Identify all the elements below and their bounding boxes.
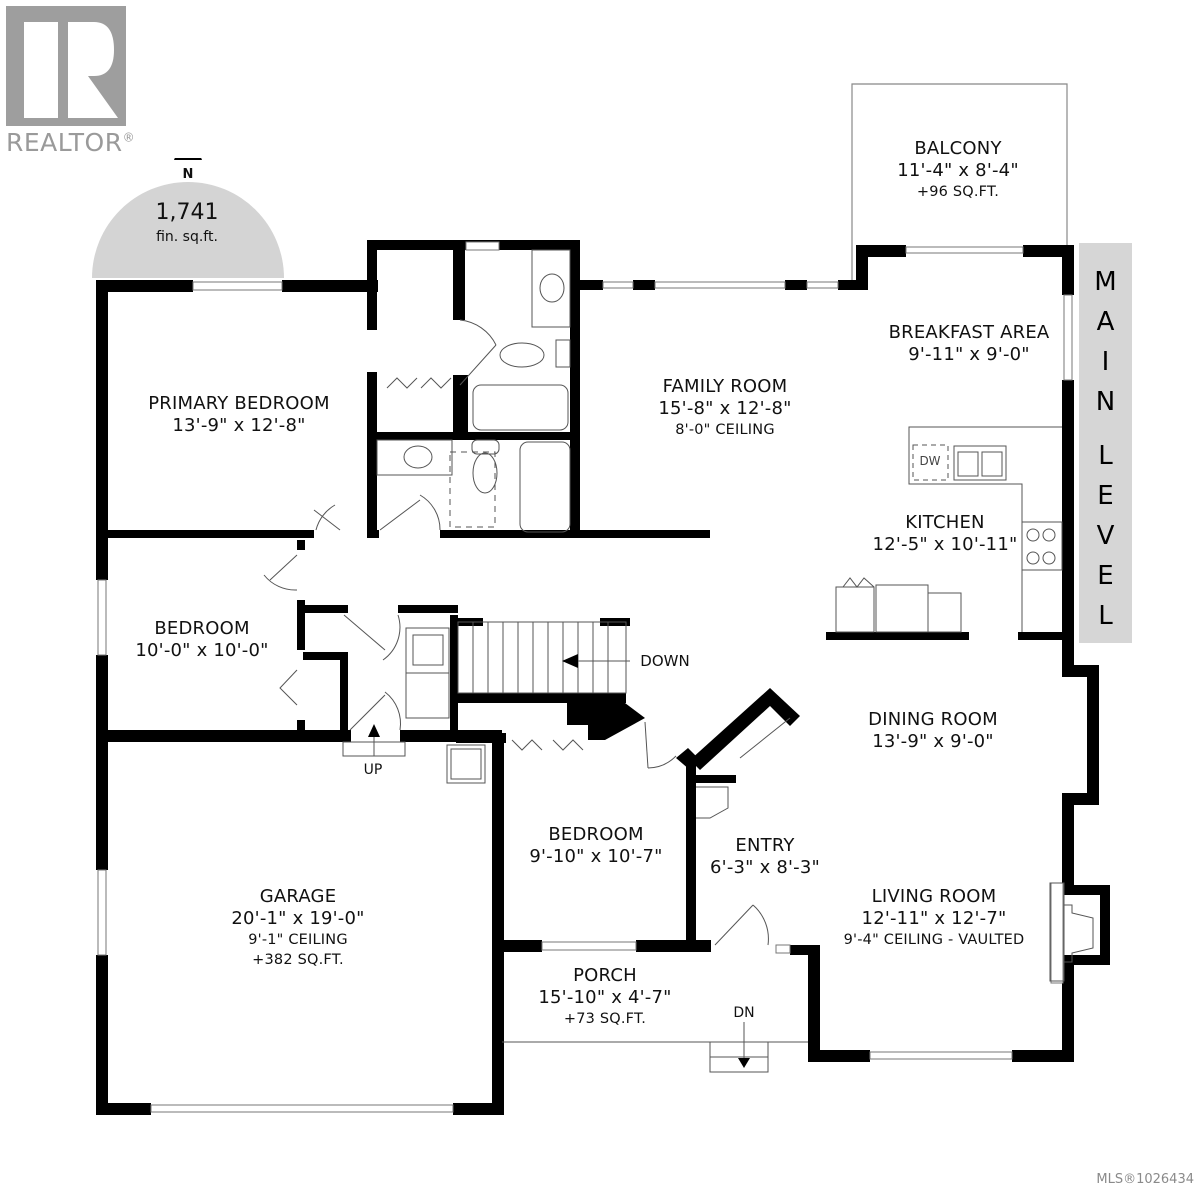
fixtures bbox=[263, 249, 1094, 1073]
room-dimensions: 13'-9" x 9'-0" bbox=[872, 731, 994, 752]
room-name: GARAGE bbox=[259, 886, 337, 907]
room-label-bedroom-3: BEDROOM 9'-10" x 10'-7" bbox=[529, 824, 662, 868]
room-dimensions: 15'-8" x 12'-8" bbox=[658, 398, 792, 419]
room-label-garage: GARAGE 20'-1" x 19'-0" 9'-1" CEILING +38… bbox=[231, 886, 364, 970]
room-name: ENTRY bbox=[735, 835, 795, 856]
room-name: LIVING ROOM bbox=[871, 886, 997, 907]
room-dimensions: 12'-11" x 12'-7" bbox=[861, 908, 1007, 929]
room-label-entry: ENTRY 6'-3" x 8'-3" bbox=[710, 835, 820, 879]
down-arrow-icon bbox=[562, 654, 578, 668]
room-dimensions: 6'-3" x 8'-3" bbox=[710, 857, 820, 878]
stair-arrows bbox=[368, 654, 750, 1068]
windows bbox=[97, 241, 1073, 1113]
room-label-breakfast-area: BREAKFAST AREA 9'-11" x 9'-0" bbox=[889, 322, 1050, 366]
room-name: FAMILY ROOM bbox=[662, 376, 788, 397]
room-dimensions: 10'-0" x 10'-0" bbox=[135, 640, 269, 661]
room-name: DINING ROOM bbox=[868, 709, 998, 730]
room-dimensions: 9'-10" x 10'-7" bbox=[529, 846, 663, 867]
level-letter: E bbox=[1097, 561, 1114, 591]
level-letter: A bbox=[1096, 307, 1115, 337]
level-letter: V bbox=[1096, 521, 1115, 551]
room-ceiling-note: 9'-1" CEILING bbox=[248, 932, 348, 948]
level-letter: E bbox=[1097, 481, 1114, 511]
compass-badge bbox=[92, 158, 284, 278]
room-label-porch: PORCH 15'-10" x 4'-7" +73 SQ.FT. bbox=[538, 965, 671, 1029]
level-letter: M bbox=[1094, 267, 1117, 297]
room-dimensions: 20'-1" x 19'-0" bbox=[231, 908, 365, 929]
dishwasher-label: DW bbox=[919, 454, 941, 468]
compass-direction: N bbox=[182, 167, 194, 182]
mls-number: MLS®1026434 bbox=[1096, 1172, 1194, 1187]
level-label-band bbox=[1079, 243, 1132, 643]
room-label-living-room: LIVING ROOM 12'-11" x 12'-7" 9'-4" CEILI… bbox=[844, 886, 1025, 950]
registered-mark: ® bbox=[122, 130, 136, 145]
room-label-primary-bedroom: PRIMARY BEDROOM 13'-9" x 12'-8" bbox=[148, 393, 330, 437]
room-dimensions: 12'-5" x 10'-11" bbox=[872, 534, 1018, 555]
room-label-balcony: BALCONY 11'-4" x 8'-4" +96 SQ.FT. bbox=[897, 138, 1019, 202]
balcony-outline bbox=[851, 83, 1068, 282]
level-letter: N bbox=[1095, 387, 1116, 417]
room-name: BEDROOM bbox=[548, 824, 644, 845]
room-label-family-room: FAMILY ROOM 15'-8" x 12'-8" 8'-0" CEILIN… bbox=[658, 376, 791, 440]
room-dimensions: 13'-9" x 12'-8" bbox=[172, 415, 306, 436]
dn-arrow-icon bbox=[738, 1058, 750, 1068]
level-letter: L bbox=[1098, 601, 1113, 631]
realtor-r-icon bbox=[24, 22, 118, 118]
room-ceiling-note: 9'-4" CEILING - VAULTED bbox=[843, 932, 1025, 948]
realtor-wordmark: REALTOR® bbox=[6, 128, 135, 157]
room-name: BALCONY bbox=[914, 138, 1002, 159]
room-name: PRIMARY BEDROOM bbox=[148, 393, 330, 414]
room-dimensions: 15'-10" x 4'-7" bbox=[538, 987, 672, 1008]
up-arrow-icon bbox=[368, 724, 380, 737]
room-dimensions: 11'-4" x 8'-4" bbox=[897, 160, 1019, 181]
room-label-kitchen: KITCHEN 12'-5" x 10'-11" bbox=[873, 512, 1018, 556]
stairs-up-label: UP bbox=[363, 762, 383, 778]
room-area-note: +73 SQ.FT. bbox=[563, 1011, 647, 1027]
room-name: PORCH bbox=[573, 965, 637, 986]
room-label-bedroom-2: BEDROOM 10'-0" x 10'-0" bbox=[135, 618, 268, 662]
room-name: BREAKFAST AREA bbox=[888, 322, 1050, 343]
room-name: KITCHEN bbox=[905, 512, 985, 533]
north-arrow-icon bbox=[174, 158, 202, 160]
total-area-value: 1,741 bbox=[155, 200, 219, 225]
realtor-logo bbox=[6, 6, 126, 126]
stairs-down-label: DOWN bbox=[640, 652, 690, 670]
realtor-word-text: REALTOR bbox=[6, 128, 123, 157]
room-area-note: +382 SQ.FT. bbox=[252, 952, 344, 968]
porch-stairs-down-label: DN bbox=[733, 1005, 755, 1021]
room-name: BEDROOM bbox=[154, 618, 250, 639]
room-ceiling-note: 8'-0" CEILING bbox=[675, 422, 775, 438]
level-label: M A I N L E V E L bbox=[1079, 262, 1132, 636]
walls bbox=[96, 240, 1110, 1115]
room-dimensions: 9'-11" x 9'-0" bbox=[908, 344, 1030, 365]
total-area-unit: fin. sq.ft. bbox=[156, 229, 218, 245]
level-letter: I bbox=[1101, 347, 1110, 377]
level-letter: L bbox=[1098, 441, 1113, 471]
room-label-dining-room: DINING ROOM 13'-9" x 9'-0" bbox=[868, 709, 998, 753]
room-area-note: +96 SQ.FT. bbox=[916, 184, 1000, 200]
